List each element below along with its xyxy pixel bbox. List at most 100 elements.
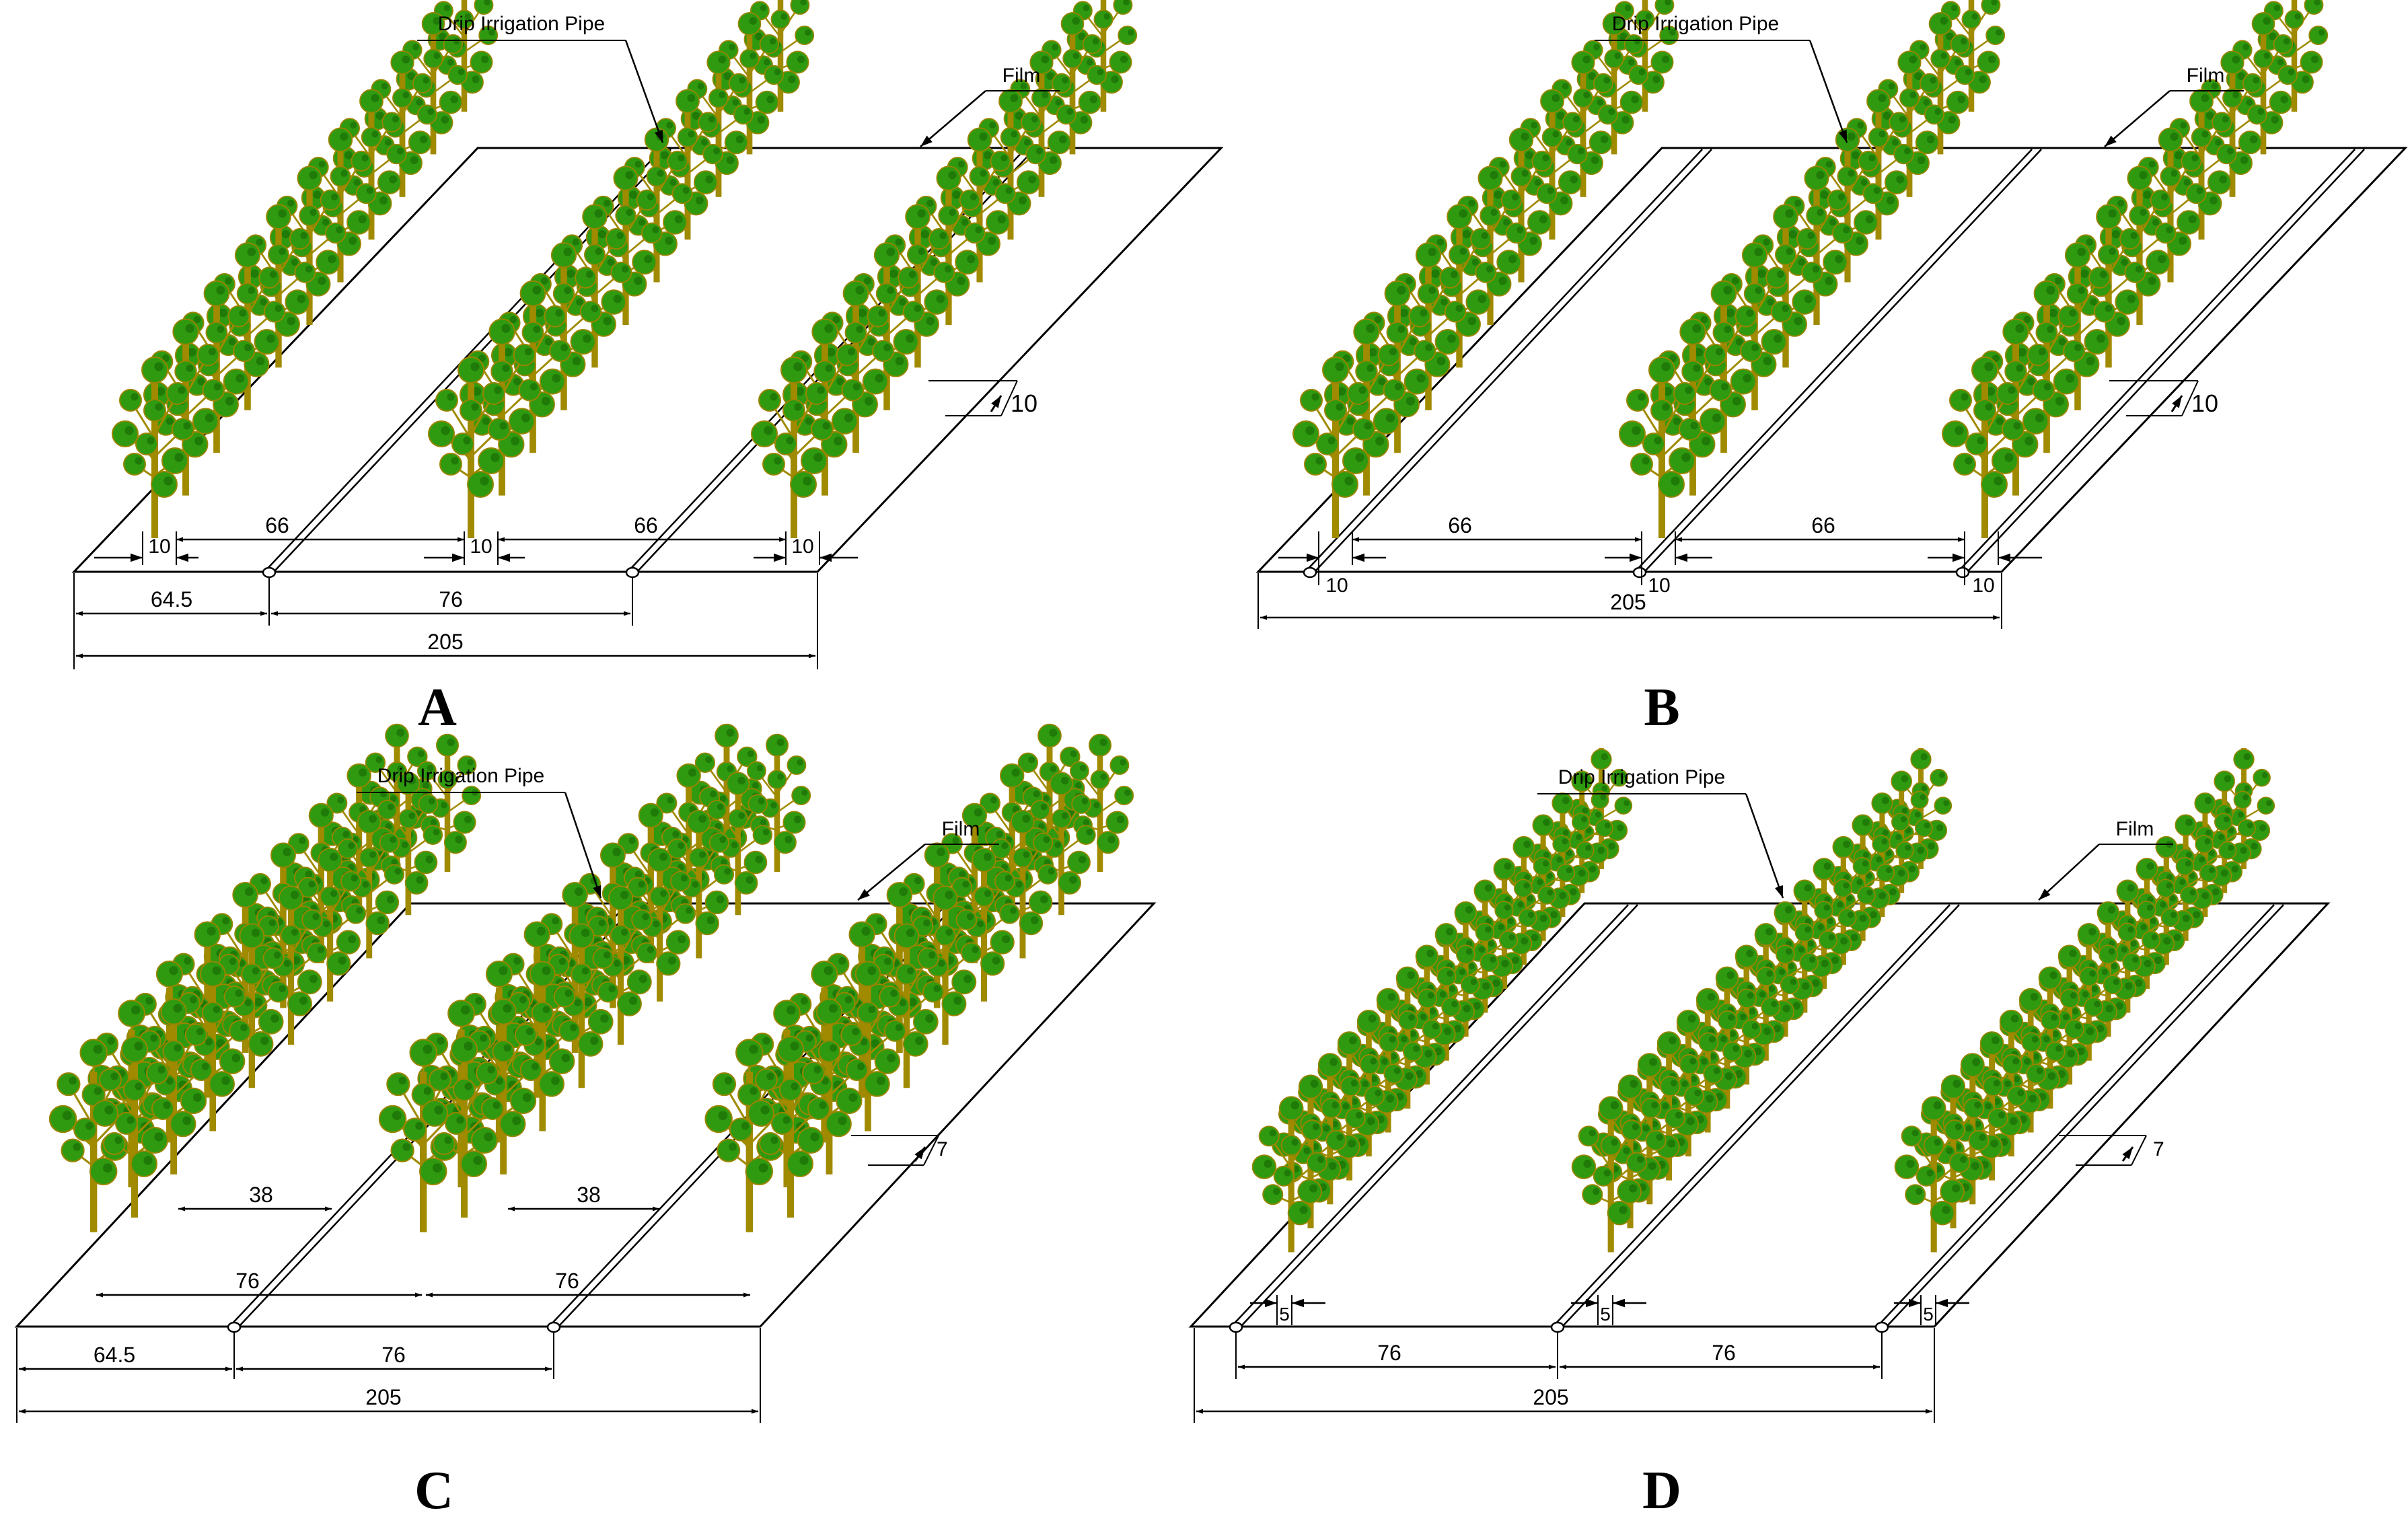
leaf bbox=[263, 948, 283, 968]
leaf-vein bbox=[774, 457, 781, 464]
leaf-vein bbox=[1874, 187, 1881, 194]
leaf bbox=[690, 848, 708, 867]
leaf-vein bbox=[69, 1077, 77, 1085]
leaf bbox=[386, 725, 408, 747]
leaf bbox=[1447, 205, 1471, 229]
leaf-vein bbox=[1901, 775, 1909, 782]
leaf-vein bbox=[451, 457, 458, 464]
leaf-vein bbox=[269, 920, 276, 926]
leaf-vein bbox=[256, 238, 264, 246]
leaf bbox=[1643, 433, 1665, 455]
leaf bbox=[1712, 281, 1737, 306]
leaf-vein bbox=[1124, 790, 1131, 796]
leaf-vein bbox=[348, 842, 355, 849]
leaf bbox=[753, 825, 772, 844]
leaf-vein bbox=[758, 798, 765, 805]
leaf bbox=[429, 1069, 451, 1090]
leaf bbox=[768, 770, 786, 788]
leaf-vein bbox=[1459, 248, 1467, 256]
leaf bbox=[1559, 171, 1582, 194]
leaf-vein bbox=[1097, 69, 1104, 75]
leaf-vein bbox=[1490, 171, 1498, 179]
leaf bbox=[1828, 190, 1848, 211]
leaf bbox=[1955, 66, 1974, 85]
leaf-vein bbox=[845, 996, 852, 1004]
leaf bbox=[1713, 322, 1734, 343]
leaf-vein bbox=[886, 248, 895, 256]
leaf-vein bbox=[447, 393, 454, 400]
leaf-vein bbox=[394, 868, 401, 875]
leaf-vein bbox=[1630, 1080, 1638, 1088]
leaf-vein bbox=[918, 248, 925, 256]
leaf-vein bbox=[595, 248, 602, 256]
leaf-vein bbox=[499, 966, 507, 975]
leaf bbox=[1590, 131, 1612, 153]
leaf-vein bbox=[2263, 52, 2270, 59]
leaf-vein bbox=[1120, 759, 1126, 766]
leaf-vein bbox=[1410, 1031, 1416, 1037]
leaf-vein bbox=[186, 365, 193, 372]
leaf-vein bbox=[1979, 75, 1986, 83]
leaf-vein bbox=[2271, 116, 2279, 124]
leaf bbox=[1533, 858, 1551, 875]
leaf-vein bbox=[328, 255, 336, 263]
leaf bbox=[1070, 762, 1089, 780]
leaf-vein bbox=[1617, 824, 1623, 831]
pipe-label: Drip Irrigation Pipe bbox=[438, 13, 605, 35]
leaf-vein bbox=[799, 1156, 808, 1164]
leaf-vein bbox=[194, 437, 203, 445]
leaf bbox=[698, 112, 718, 132]
leaf-vein bbox=[2013, 422, 2020, 429]
leaf-vein bbox=[1601, 135, 1609, 143]
leaf bbox=[1422, 1020, 1441, 1039]
leaf-vein bbox=[274, 951, 281, 959]
leaf-vein bbox=[1923, 99, 1930, 106]
leaf-vein bbox=[787, 1006, 796, 1015]
leaf bbox=[2177, 211, 2201, 234]
leaf-vein bbox=[1662, 1103, 1669, 1109]
total-width-label: 205 bbox=[427, 630, 463, 654]
leaf-vein bbox=[482, 418, 490, 425]
leaf-vein bbox=[984, 853, 992, 861]
leaf bbox=[1109, 51, 1131, 73]
leaf bbox=[491, 361, 513, 382]
leaf-vein bbox=[998, 215, 1006, 223]
leaf-vein bbox=[701, 139, 708, 146]
leaf bbox=[1992, 448, 2018, 474]
leaf bbox=[1804, 166, 1828, 190]
leaf bbox=[873, 340, 893, 361]
leaf-vein bbox=[2109, 248, 2116, 256]
leaf-vein bbox=[2274, 5, 2281, 11]
leaf-vein bbox=[1961, 38, 1967, 44]
leaf-vein bbox=[1540, 915, 1547, 922]
leaf bbox=[1543, 128, 1562, 147]
leaf-vein bbox=[2222, 116, 2229, 122]
leaf bbox=[453, 811, 475, 833]
leaf-vein bbox=[1331, 1102, 1338, 1109]
leaf bbox=[965, 223, 985, 244]
leaf-vein bbox=[1315, 457, 1323, 464]
leaf-vein bbox=[938, 960, 945, 967]
leaf-vein bbox=[1996, 30, 2002, 36]
leaf-vein bbox=[423, 1045, 433, 1054]
leaf bbox=[116, 1113, 137, 1134]
leaf-vein bbox=[1876, 856, 1882, 862]
leaf bbox=[1397, 967, 1419, 989]
leaf-vein bbox=[1671, 1080, 1677, 1086]
leaf bbox=[1797, 229, 1817, 249]
leaf bbox=[1033, 833, 1052, 852]
leaf bbox=[803, 1062, 824, 1084]
leaf bbox=[550, 340, 571, 361]
leaf bbox=[362, 128, 381, 147]
leaf bbox=[393, 89, 412, 108]
leaf-vein bbox=[678, 842, 684, 849]
leaf bbox=[887, 883, 912, 907]
leaf bbox=[1661, 1076, 1680, 1096]
leaf-vein bbox=[1628, 59, 1635, 66]
leaf-vein bbox=[794, 816, 801, 823]
leaf-vein bbox=[350, 122, 357, 128]
leaf bbox=[1097, 831, 1119, 853]
leaf-vein bbox=[1550, 911, 1558, 918]
leaf bbox=[186, 1025, 207, 1045]
leaf bbox=[1000, 904, 1019, 924]
